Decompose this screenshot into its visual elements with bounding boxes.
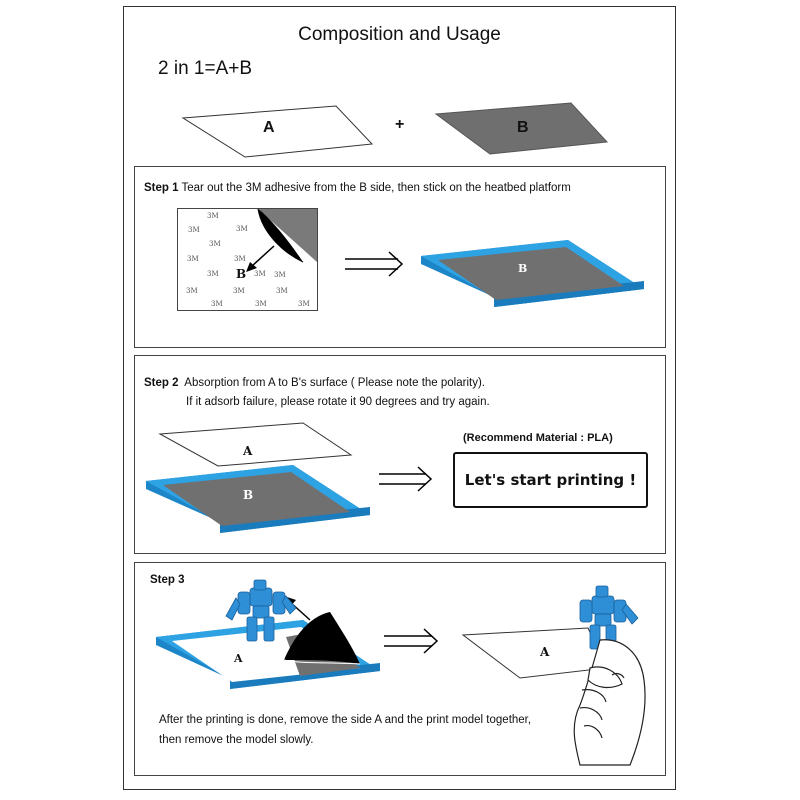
step2-b-label: B xyxy=(243,488,254,502)
adhesive-mark-3m: 3M xyxy=(236,225,248,233)
step1-platform-label: B xyxy=(518,262,528,275)
step1-caption: Step 1 Tear out the 3M adhesive from the… xyxy=(144,182,571,194)
step3-peeling-sheet xyxy=(284,612,360,664)
adhesive-mark-3m: 3M xyxy=(188,226,200,234)
adhesive-mark-3m: 3M xyxy=(209,240,221,248)
outer-frame: Composition and Usage xyxy=(123,6,676,790)
step1-label: Step 1 xyxy=(144,182,179,194)
step2-sheet-a xyxy=(158,422,353,467)
robot-model-left xyxy=(225,579,297,642)
sheet-b-shape xyxy=(434,102,609,155)
adhesive-mark-3m: 3M xyxy=(298,300,310,308)
adhesive-mark-3m: 3M xyxy=(254,270,266,278)
adhesive-mark-3m: 3M xyxy=(255,300,267,308)
start-printing-box: Let's start printing ! xyxy=(453,452,648,508)
adhesive-mark-3m: 3M xyxy=(276,287,288,295)
sheet-b-label: B xyxy=(517,119,529,136)
peel-arrow-line xyxy=(251,245,275,267)
adhesive-mark-3m: 3M xyxy=(211,300,223,308)
step1-platform xyxy=(421,240,644,307)
adhesive-mark-3m: 3M xyxy=(207,212,219,220)
formula-text: 2 in 1=A+B xyxy=(158,58,253,79)
step2-caption: Step 2 Absorption from A to B's surface … xyxy=(144,377,485,389)
step2-a-label: A xyxy=(243,444,253,458)
step3-double-arrow xyxy=(384,628,439,654)
step3-sheet-a xyxy=(461,627,607,679)
adhesive-mark-3m: 3M xyxy=(186,287,198,295)
adhesive-mark-3m: 3M xyxy=(234,255,246,263)
step3-peel-edge xyxy=(283,659,361,665)
sheet-a-shape xyxy=(181,105,374,158)
step3-label: Step 3 xyxy=(150,574,185,586)
adhesive-mark-3m: 3M xyxy=(274,271,286,279)
step1-b-label: B xyxy=(236,267,247,281)
plus-sign: + xyxy=(395,116,405,133)
step2-double-arrow xyxy=(379,466,433,492)
sheet-a-label: A xyxy=(263,119,275,136)
step1-double-arrow xyxy=(345,251,404,277)
page-title: Composition and Usage xyxy=(298,24,501,45)
step2-text-line1: Absorption from A to B's surface ( Pleas… xyxy=(184,377,485,389)
peel-arrow-head xyxy=(246,262,257,272)
peeled-corner-flap xyxy=(258,209,303,262)
step3-a-label-2: A xyxy=(540,645,550,659)
adhesive-mark-3m: 3M xyxy=(233,287,245,295)
step1-text: Tear out the 3M adhesive from the B side… xyxy=(181,182,571,194)
step3-text-line2: then remove the model slowly. xyxy=(159,734,314,746)
step2-platform xyxy=(146,465,370,533)
hand-drawing xyxy=(573,639,646,766)
step3-text-line1: After the printing is done, remove the s… xyxy=(159,714,532,726)
adhesive-mark-3m: 3M xyxy=(207,270,219,278)
recommend-material: (Recommend Material : PLA) xyxy=(463,432,613,444)
adhesive-mark-3m: 3M xyxy=(187,255,199,263)
step2-text-line2: If it adsorb failure, please rotate it 9… xyxy=(186,396,490,408)
peeled-corner-outline xyxy=(257,208,304,263)
step3-a-label: A xyxy=(234,652,243,665)
step2-label: Step 2 xyxy=(144,377,179,389)
peeled-corner-back xyxy=(258,209,317,262)
